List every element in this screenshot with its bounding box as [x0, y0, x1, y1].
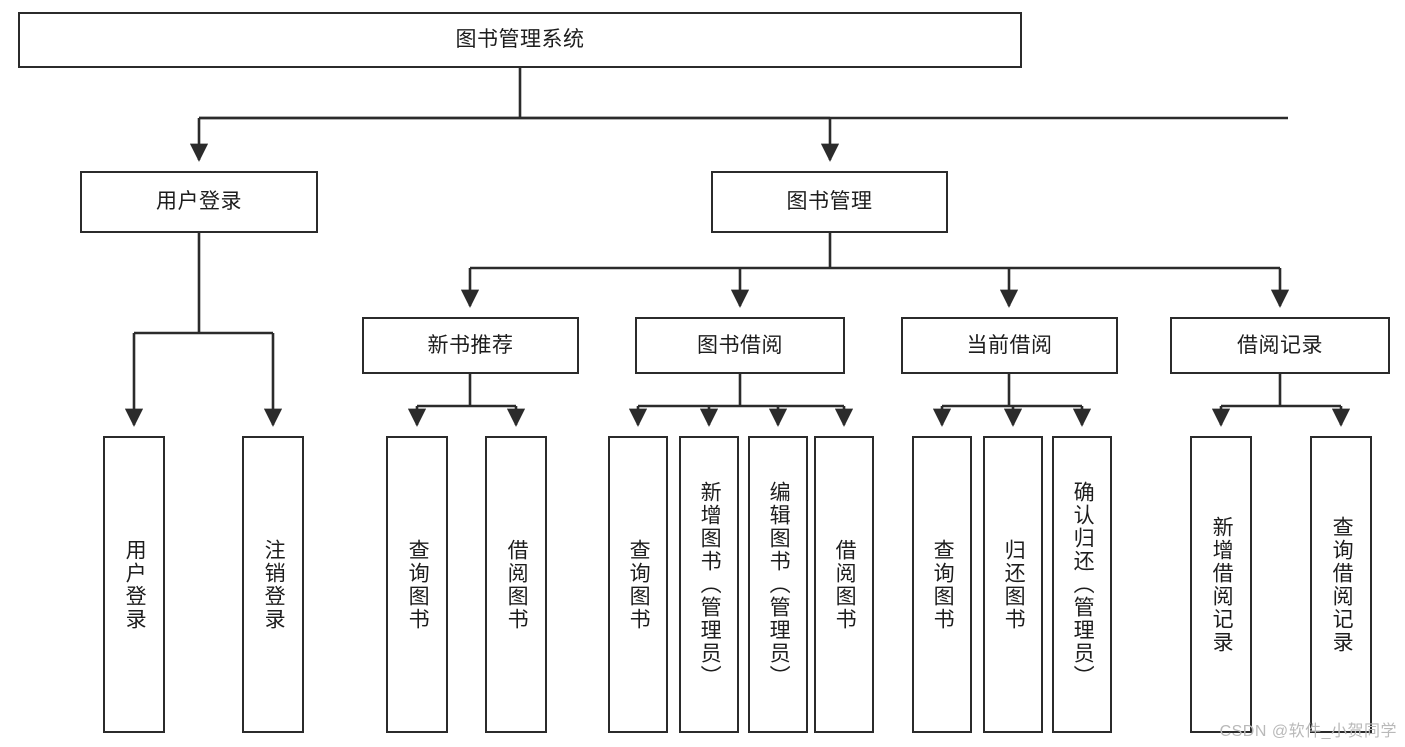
node-label: 新书推荐	[427, 333, 514, 357]
node-leaf-logout[interactable]: 注销登录	[242, 436, 304, 733]
node-level2-book-management[interactable]: 图书管理	[711, 171, 948, 233]
node-root[interactable]: 图书管理系统	[18, 12, 1022, 68]
node-leaf-return-book[interactable]: 归还图书	[983, 436, 1043, 733]
node-leaf-query-book-rec[interactable]: 查询图书	[386, 436, 448, 733]
node-root-label: 图书管理系统	[455, 28, 585, 52]
node-leaf-user-login[interactable]: 用户登录	[103, 436, 165, 733]
node-label: 用户登录	[156, 190, 242, 214]
node-label: 用户登录	[123, 538, 147, 631]
node-label: 新增借阅记录	[1210, 515, 1234, 654]
node-level3-borrow-record[interactable]: 借阅记录	[1170, 317, 1390, 374]
node-leaf-query-borrow-record[interactable]: 查询借阅记录	[1310, 436, 1372, 733]
node-label: 借阅图书	[833, 538, 857, 631]
node-label: 当前借阅	[966, 333, 1053, 357]
node-leaf-query-book-borrow[interactable]: 查询图书	[608, 436, 668, 733]
node-label: 借阅记录	[1237, 333, 1323, 357]
node-label: 注销登录	[262, 538, 286, 631]
node-label: 查询借阅记录	[1330, 515, 1354, 654]
node-label: 确认归还（管理员）	[1071, 481, 1095, 688]
node-label: 查询图书	[406, 538, 430, 631]
watermark-text: CSDN @软件_小贺同学	[1219, 723, 1397, 740]
node-label: 图书管理	[786, 190, 873, 214]
node-leaf-borrow-book[interactable]: 借阅图书	[814, 436, 874, 733]
node-level3-new-book-recommend[interactable]: 新书推荐	[362, 317, 579, 374]
node-leaf-edit-book-admin[interactable]: 编辑图书（管理员）	[748, 436, 808, 733]
node-label: 新增图书（管理员）	[698, 481, 722, 688]
node-leaf-query-book-current[interactable]: 查询图书	[912, 436, 972, 733]
node-label: 查询图书	[627, 538, 651, 631]
node-leaf-borrow-book-rec[interactable]: 借阅图书	[485, 436, 547, 733]
node-label: 编辑图书（管理员）	[767, 481, 791, 688]
node-label: 借阅图书	[505, 538, 529, 631]
node-label: 图书借阅	[697, 333, 783, 357]
node-leaf-add-borrow-record[interactable]: 新增借阅记录	[1190, 436, 1252, 733]
node-level3-current-borrow[interactable]: 当前借阅	[901, 317, 1118, 374]
node-label: 归还图书	[1002, 538, 1026, 631]
node-leaf-add-book-admin[interactable]: 新增图书（管理员）	[679, 436, 739, 733]
node-leaf-confirm-return-admin[interactable]: 确认归还（管理员）	[1052, 436, 1112, 733]
node-level2-user-login[interactable]: 用户登录	[80, 171, 318, 233]
node-level3-book-borrow[interactable]: 图书借阅	[635, 317, 845, 374]
node-label: 查询图书	[931, 538, 955, 631]
